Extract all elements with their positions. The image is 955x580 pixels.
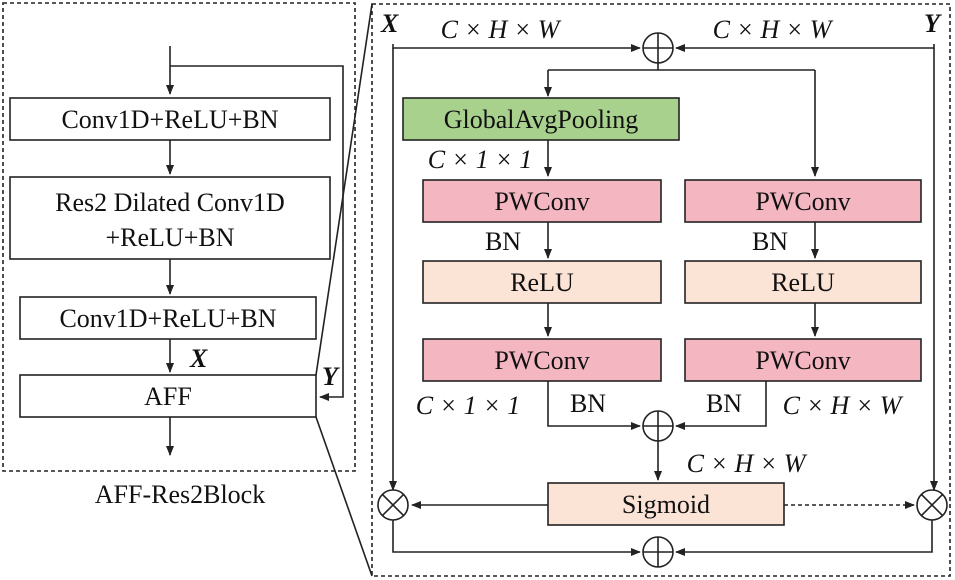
top-sum-icon: [642, 32, 674, 64]
aff-label: AFF: [144, 382, 192, 411]
conv2-label: Conv1D+ReLU+BN: [59, 304, 276, 333]
left-caption: AFF-Res2Block: [95, 480, 265, 509]
zoom-line-bottom: [315, 416, 373, 577]
left-bn1-label: BN: [485, 227, 521, 256]
detail-y-label: Y: [924, 9, 942, 38]
sigmoid-label: Sigmoid: [622, 490, 710, 519]
left-pwconv2-block: PWConv: [422, 338, 662, 382]
left-multiply-icon: [377, 489, 409, 521]
left-bn2-label: BN: [570, 389, 606, 418]
left-pwconv2-label: PWConv: [494, 346, 589, 375]
shape-top-right: C × H × W: [713, 15, 834, 44]
left-shape-label: C × 1 × 1: [416, 391, 520, 420]
shape-after-sum: C × H × W: [687, 449, 808, 478]
mid-sum-icon: [642, 410, 674, 442]
left-x-label: X: [189, 344, 208, 373]
arrow-left-to-sum: [547, 381, 641, 430]
right-shape-label: C × H × W: [783, 391, 904, 420]
arrow-right-to-sum: [675, 381, 767, 430]
zoom-line-top: [315, 3, 373, 376]
right-relu-block: ReLU: [684, 260, 922, 304]
left-pwconv1-label: PWConv: [494, 187, 589, 216]
shape-c11-top: C × 1 × 1: [428, 145, 532, 174]
left-mult-to-final-sum: [392, 520, 641, 556]
res2-label-line1: Res2 Dilated Conv1D: [55, 188, 285, 217]
res2-label-line2: +ReLU+BN: [106, 223, 235, 252]
y-to-top-sum: [675, 44, 935, 52]
right-bn2-label: BN: [706, 389, 742, 418]
y-skip-connection: [170, 65, 344, 401]
sigmoid-block: Sigmoid: [547, 482, 785, 526]
left-pwconv1-block: PWConv: [422, 179, 662, 223]
left-relu-label: ReLU: [510, 268, 574, 297]
right-pwconv1-block: PWConv: [684, 179, 922, 223]
aff-detail-frame: [371, 3, 951, 577]
right-mult-to-final-sum: [675, 520, 933, 556]
right-pwconv1-label: PWConv: [755, 187, 850, 216]
right-pwconv2-block: PWConv: [684, 338, 922, 382]
conv2-block: Conv1D+ReLU+BN: [19, 296, 317, 340]
gap-label: GlobalAvgPooling: [444, 105, 639, 134]
right-multiply-icon: [916, 489, 948, 521]
left-block-frame: [2, 2, 356, 472]
right-relu-label: ReLU: [771, 268, 835, 297]
conv1-block: Conv1D+ReLU+BN: [9, 97, 331, 141]
res2-block: Res2 Dilated Conv1D +ReLU+BN: [9, 176, 331, 260]
right-bn1-label: BN: [752, 227, 788, 256]
conv1-label: Conv1D+ReLU+BN: [61, 105, 278, 134]
aff-block: AFF: [19, 374, 317, 418]
final-sum-icon: [642, 536, 674, 568]
shape-top-left: C × H × W: [441, 15, 562, 44]
left-relu-block: ReLU: [422, 260, 662, 304]
left-y-label: Y: [322, 362, 340, 391]
x-to-top-sum: [392, 44, 641, 52]
detail-x-label: X: [380, 9, 399, 38]
right-pwconv2-label: PWConv: [755, 346, 850, 375]
gap-block: GlobalAvgPooling: [402, 97, 680, 141]
